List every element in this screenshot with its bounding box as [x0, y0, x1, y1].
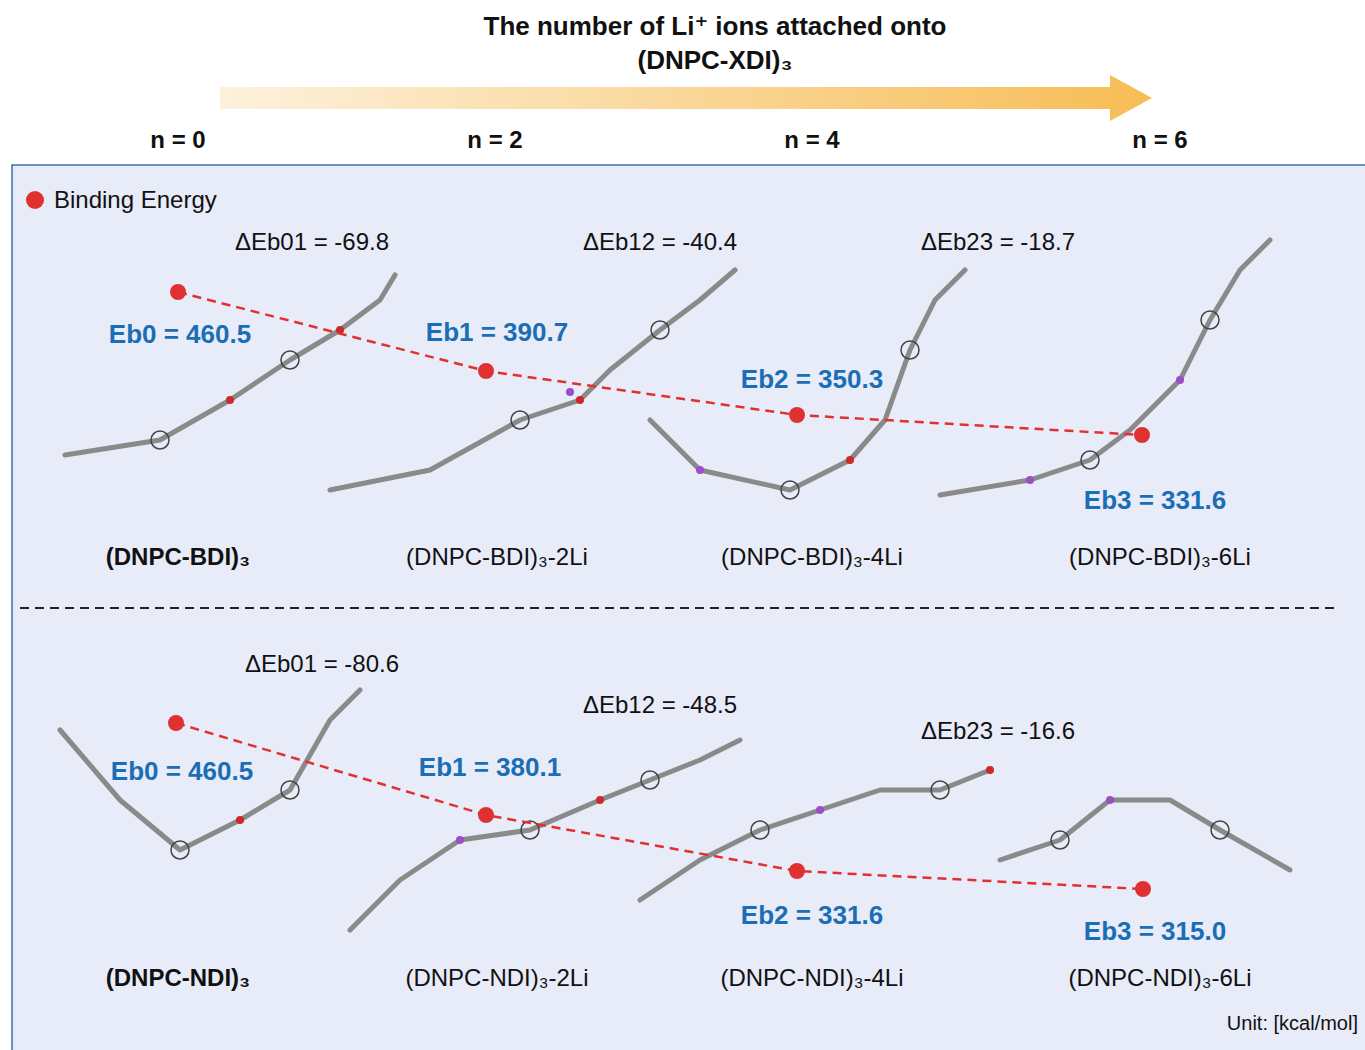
- binding-energy-trend: [168, 284, 1151, 897]
- binding-energy: Eb1 = 380.1: [419, 753, 561, 783]
- count-label: n = 4: [784, 126, 839, 154]
- delta-energy: ΔEb23 = -16.6: [921, 717, 1075, 745]
- molecule-name: (DNPC-BDI)₃-6Li: [1069, 543, 1251, 571]
- molecule-rings: [151, 311, 1229, 859]
- molecule-name: (DNPC-NDI)₃-2Li: [405, 964, 588, 992]
- binding-energy: Eb3 = 315.0: [1084, 917, 1226, 947]
- delta-energy: ΔEb12 = -48.5: [583, 691, 737, 719]
- binding-energy: Eb3 = 331.6: [1084, 486, 1226, 516]
- molecule-name: (DNPC-NDI)₃-6Li: [1068, 964, 1251, 992]
- delta-energy: ΔEb01 = -69.8: [235, 228, 389, 256]
- delta-energy: ΔEb01 = -80.6: [245, 650, 399, 678]
- unit-note: Unit: [kcal/mol]: [1227, 1012, 1358, 1035]
- molecule-name: (DNPC-BDI)₃-4Li: [721, 543, 903, 571]
- binding-energy: Eb0 = 460.5: [109, 320, 251, 350]
- legend-text: Binding Energy: [54, 186, 217, 214]
- legend: Binding Energy: [26, 186, 217, 214]
- molecule-name: (DNPC-NDI)₃-4Li: [720, 964, 903, 992]
- count-label: n = 6: [1132, 126, 1187, 154]
- binding-energy: Eb2 = 350.3: [741, 365, 883, 395]
- figure-title: The number of Li⁺ ions attached onto (DN…: [455, 10, 975, 78]
- binding-energy: Eb2 = 331.6: [741, 901, 883, 931]
- binding-energy: Eb0 = 460.5: [111, 757, 253, 787]
- progress-arrow: [220, 75, 1152, 121]
- legend-swatch: [26, 191, 44, 209]
- molecule-name: (DNPC-BDI)₃: [106, 543, 250, 571]
- panel-background: [12, 165, 1365, 1050]
- molecule-name: (DNPC-NDI)₃: [106, 964, 250, 992]
- binding-energy: Eb1 = 390.7: [426, 318, 568, 348]
- molecule-sketches: [60, 240, 1290, 930]
- delta-energy: ΔEb12 = -40.4: [583, 228, 737, 256]
- count-label: n = 0: [150, 126, 205, 154]
- molecule-name: (DNPC-BDI)₃-2Li: [406, 543, 588, 571]
- delta-energy: ΔEb23 = -18.7: [921, 228, 1075, 256]
- atom-dots: [226, 326, 1184, 844]
- count-label: n = 2: [467, 126, 522, 154]
- section-divider: [20, 607, 1335, 609]
